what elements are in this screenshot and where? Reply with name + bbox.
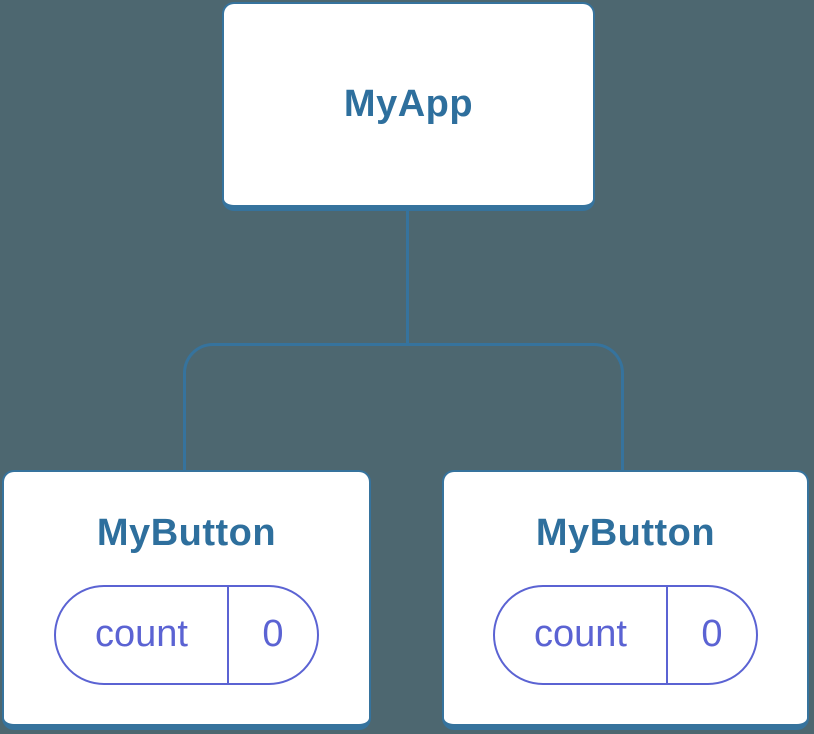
connector-stem (406, 211, 409, 346)
component-node-myapp: MyApp (222, 2, 595, 211)
component-label: MyButton (96, 512, 277, 555)
component-label: MyButton (535, 512, 716, 555)
state-pill: count 0 (54, 584, 319, 685)
state-value: 0 (227, 586, 317, 683)
connector-bracket (183, 343, 624, 470)
state-value: 0 (666, 586, 756, 683)
component-node-mybutton-2: MyButton count 0 (442, 470, 809, 730)
state-name: count (95, 613, 188, 656)
component-node-mybutton-1: MyButton count 0 (2, 470, 371, 730)
state-pill: count 0 (493, 584, 758, 685)
component-label: MyApp (343, 82, 474, 125)
state-name: count (534, 613, 627, 656)
